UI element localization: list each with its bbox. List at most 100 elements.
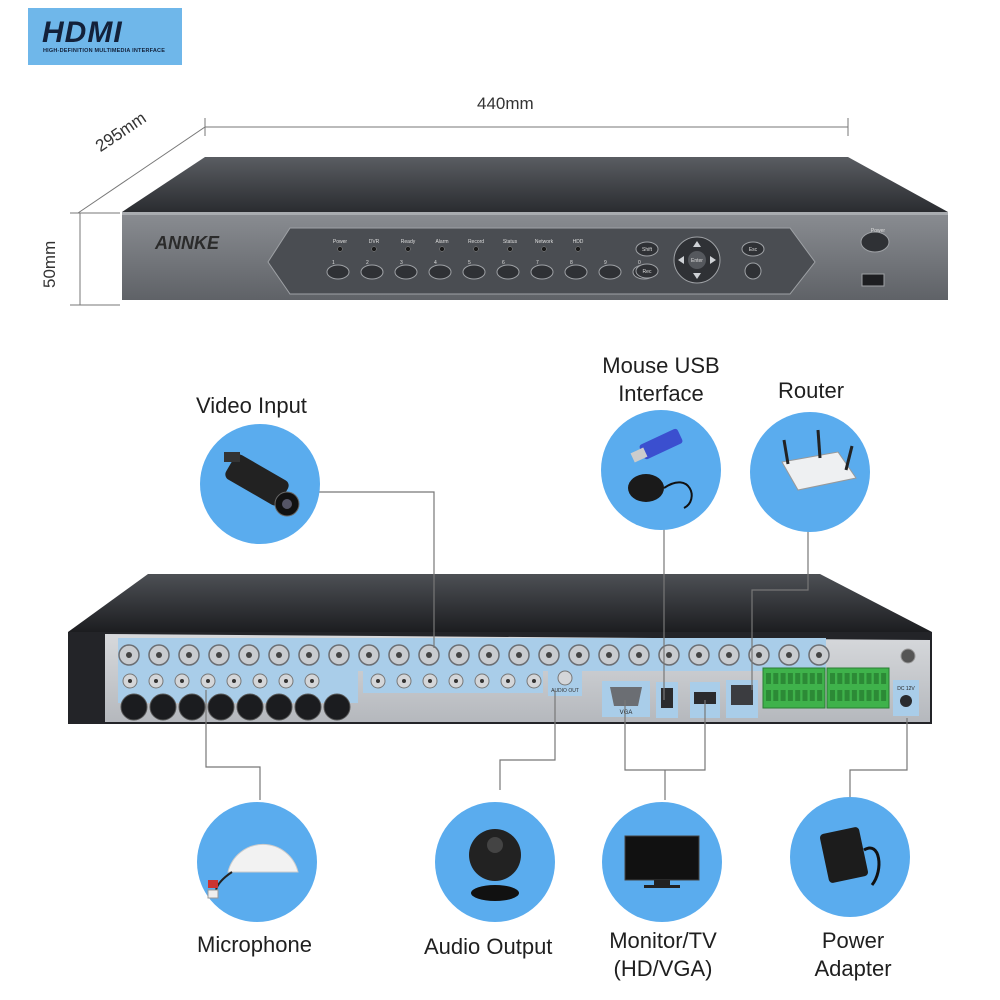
- bnc-pin: [426, 652, 432, 658]
- terminal-block: [826, 667, 890, 709]
- audio-output-label: Audio Output: [424, 934, 553, 959]
- bnc-knob: [149, 693, 177, 721]
- indicator-led: [473, 246, 479, 252]
- rca-pin: [376, 679, 380, 683]
- power-adapter-label-line1: Power: [821, 928, 885, 953]
- bnc-pin: [396, 652, 402, 658]
- front-button[interactable]: [564, 264, 588, 280]
- hdmi-logo: HDMI: [42, 16, 123, 49]
- monitor-icon: [624, 835, 700, 888]
- width-dimension: 440mm: [477, 94, 534, 113]
- svg-text:Power: Power: [871, 228, 886, 234]
- terminal-screw: [787, 690, 793, 701]
- bnc-pin: [726, 652, 732, 658]
- terminal-screw: [773, 673, 779, 684]
- mouse-usb-label: Mouse USB Interface: [591, 352, 731, 407]
- indicator-led: [439, 246, 445, 252]
- indicator-led: [575, 246, 581, 252]
- front-button[interactable]: [326, 264, 350, 280]
- dimension-lines: [70, 118, 849, 306]
- monitor-label-line1: Monitor/TV: [609, 928, 717, 953]
- terminal-screw: [830, 690, 835, 701]
- rca-pin: [428, 679, 432, 683]
- terminal-screw: [817, 690, 823, 701]
- indicator-label: Power: [333, 239, 348, 245]
- bnc-pin: [636, 652, 642, 658]
- terminal-screw: [802, 690, 808, 701]
- indicator-led: [507, 246, 513, 252]
- front-button[interactable]: [428, 264, 452, 280]
- rca-pin: [232, 679, 236, 683]
- button-number: 8: [570, 260, 573, 266]
- svg-text:Shift: Shift: [642, 247, 653, 253]
- button-number: 2: [366, 260, 369, 266]
- bnc-pin: [756, 652, 762, 658]
- indicator-led: [405, 246, 411, 252]
- terminal-screw: [851, 690, 857, 701]
- hdmi-tagline: HIGH-DEFINITION MULTIMEDIA INTERFACE: [43, 48, 166, 54]
- terminal-screw: [802, 673, 808, 684]
- video-input-label: Video Input: [196, 393, 307, 418]
- rca-pin: [506, 679, 510, 683]
- button-number: 9: [604, 260, 607, 266]
- power-adapter-label: Power Adapter: [798, 927, 908, 982]
- indicator-led: [337, 246, 343, 252]
- mouse-icon: [628, 428, 693, 509]
- indicator-label: Record: [468, 239, 484, 245]
- front-button[interactable]: [394, 264, 418, 280]
- indicator-label: Ready: [401, 239, 416, 245]
- brand-logo: ANNKE: [154, 233, 220, 253]
- bnc-pin: [486, 652, 492, 658]
- router-icon: [781, 429, 857, 491]
- bnc-pin: [276, 652, 282, 658]
- audio-out-jack: [557, 670, 573, 686]
- terminal-screw: [795, 673, 801, 684]
- terminal-screw: [859, 690, 865, 701]
- indicator-label: DVR: [369, 239, 380, 245]
- bnc-pin: [186, 652, 192, 658]
- terminal-screw: [881, 690, 887, 701]
- indicator-label: Alarm: [435, 239, 448, 245]
- bnc-pin: [816, 652, 822, 658]
- bnc-knob: [236, 693, 264, 721]
- front-button[interactable]: [496, 264, 520, 280]
- monitor-label: Monitor/TV (HD/VGA): [598, 927, 728, 982]
- button-number: 1: [332, 260, 335, 266]
- bnc-pin: [156, 652, 162, 658]
- rca-pin: [258, 679, 262, 683]
- svg-text:VGA: VGA: [620, 710, 633, 716]
- front-button[interactable]: [462, 264, 486, 280]
- terminal-screw: [873, 673, 879, 684]
- power-adapter-icon: [819, 827, 881, 886]
- button-number: 4: [434, 260, 437, 266]
- bnc-pin: [576, 652, 582, 658]
- front-button[interactable]: [530, 264, 554, 280]
- bnc-video-inputs: [118, 644, 830, 666]
- terminal-screw: [766, 690, 771, 701]
- rca-pin: [206, 679, 210, 683]
- rca-pin: [310, 679, 314, 683]
- terminal-screw: [881, 673, 887, 684]
- bnc-pin: [546, 652, 552, 658]
- front-button[interactable]: [598, 264, 622, 280]
- rca-pin: [180, 679, 184, 683]
- speaker-icon: [469, 829, 521, 901]
- terminal-screw: [773, 690, 779, 701]
- bnc-pin: [336, 652, 342, 658]
- terminal-screw: [851, 673, 857, 684]
- svg-text:Enter: Enter: [691, 258, 703, 264]
- indicator-label: HDD: [573, 239, 584, 245]
- dvr-rear-view: AUDIO OUT VGA DC 12V: [68, 574, 932, 724]
- button-number: 6: [502, 260, 505, 266]
- rca-pin: [128, 679, 132, 683]
- terminal-screw: [844, 690, 850, 701]
- front-button[interactable]: [360, 264, 384, 280]
- terminal-screw: [866, 690, 872, 701]
- indicator-led: [541, 246, 547, 252]
- bnc-knob: [120, 693, 148, 721]
- button-number: 5: [468, 260, 471, 266]
- svg-text:AUDIO OUT: AUDIO OUT: [551, 688, 579, 694]
- rca-pin: [154, 679, 158, 683]
- bnc-bottom-row: [120, 693, 351, 721]
